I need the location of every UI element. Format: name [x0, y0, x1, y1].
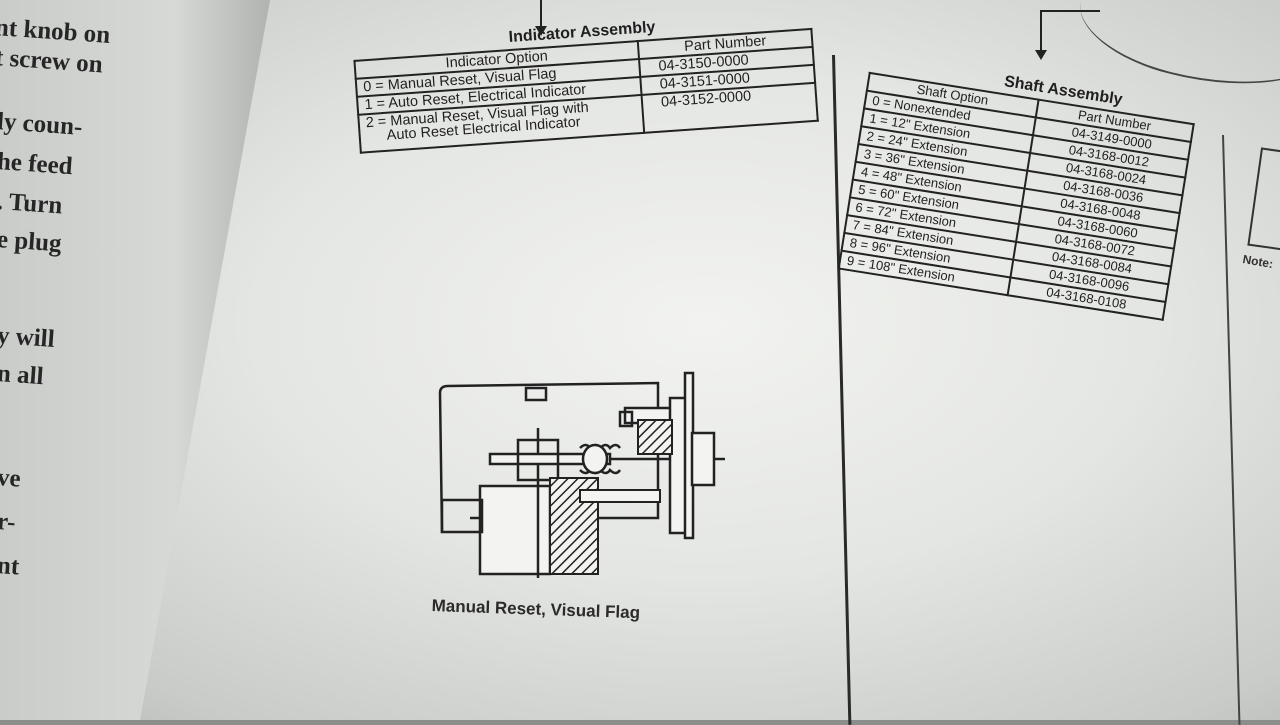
left-text-line: t screw on	[0, 44, 104, 79]
left-text-line: n all	[0, 360, 45, 391]
indicator-mechanism-drawing	[438, 371, 725, 578]
arrow-down-icon	[535, 0, 547, 36]
left-text-line: ve	[0, 464, 22, 493]
left-text-line: nt	[0, 552, 21, 581]
left-text-line: y will	[0, 322, 56, 353]
arrow-down-icon	[1035, 12, 1047, 60]
left-text-line: e plug	[0, 226, 63, 258]
connector-line	[1040, 10, 1100, 12]
left-text-line: ly coun-	[0, 108, 84, 141]
left-text-line: . Turn	[0, 188, 64, 220]
left-text-line: he feed	[0, 148, 74, 181]
left-text-line: r-	[0, 508, 17, 537]
